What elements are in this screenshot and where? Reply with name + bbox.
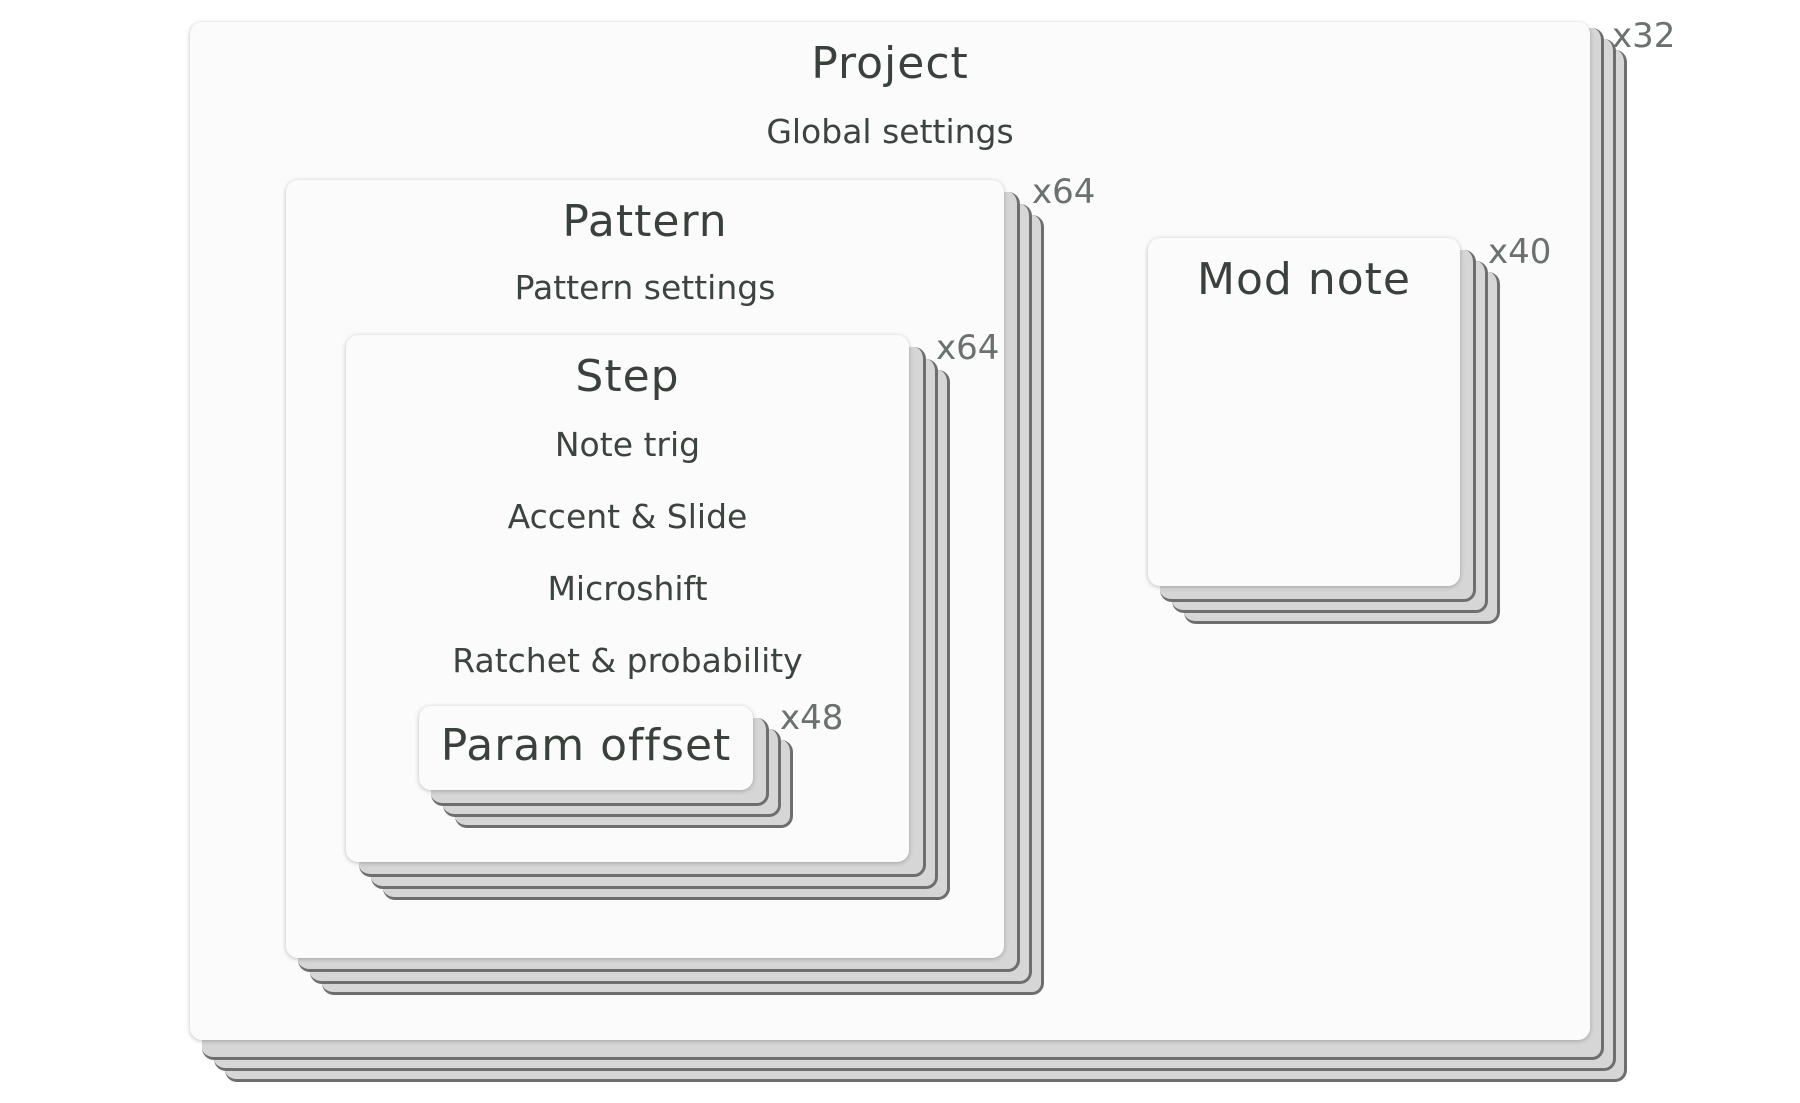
param-offset-count: x48 [780,698,844,738]
step-count: x64 [936,328,1000,368]
param-offset-title: Param offset [440,720,732,771]
step-title: Step [575,351,680,402]
step-item: Note trig [554,425,701,464]
step-item: Microshift [547,569,708,608]
pattern-count: x64 [1032,172,1096,212]
project-title: Project [811,38,969,89]
pattern-subtitle: Pattern settings [514,268,776,307]
step-item: Ratchet & probability [452,641,803,680]
pattern-title: Pattern [562,196,728,247]
project-count: x32 [1612,16,1676,56]
mod-note-title: Mod note [1197,254,1411,305]
mod-note-card: Mod note [1148,238,1460,586]
step-item: Accent & Slide [507,497,748,536]
param-offset-card: Param offset [419,706,753,790]
project-subtitle: Global settings [766,112,1014,151]
mod-note-count: x40 [1488,232,1552,272]
